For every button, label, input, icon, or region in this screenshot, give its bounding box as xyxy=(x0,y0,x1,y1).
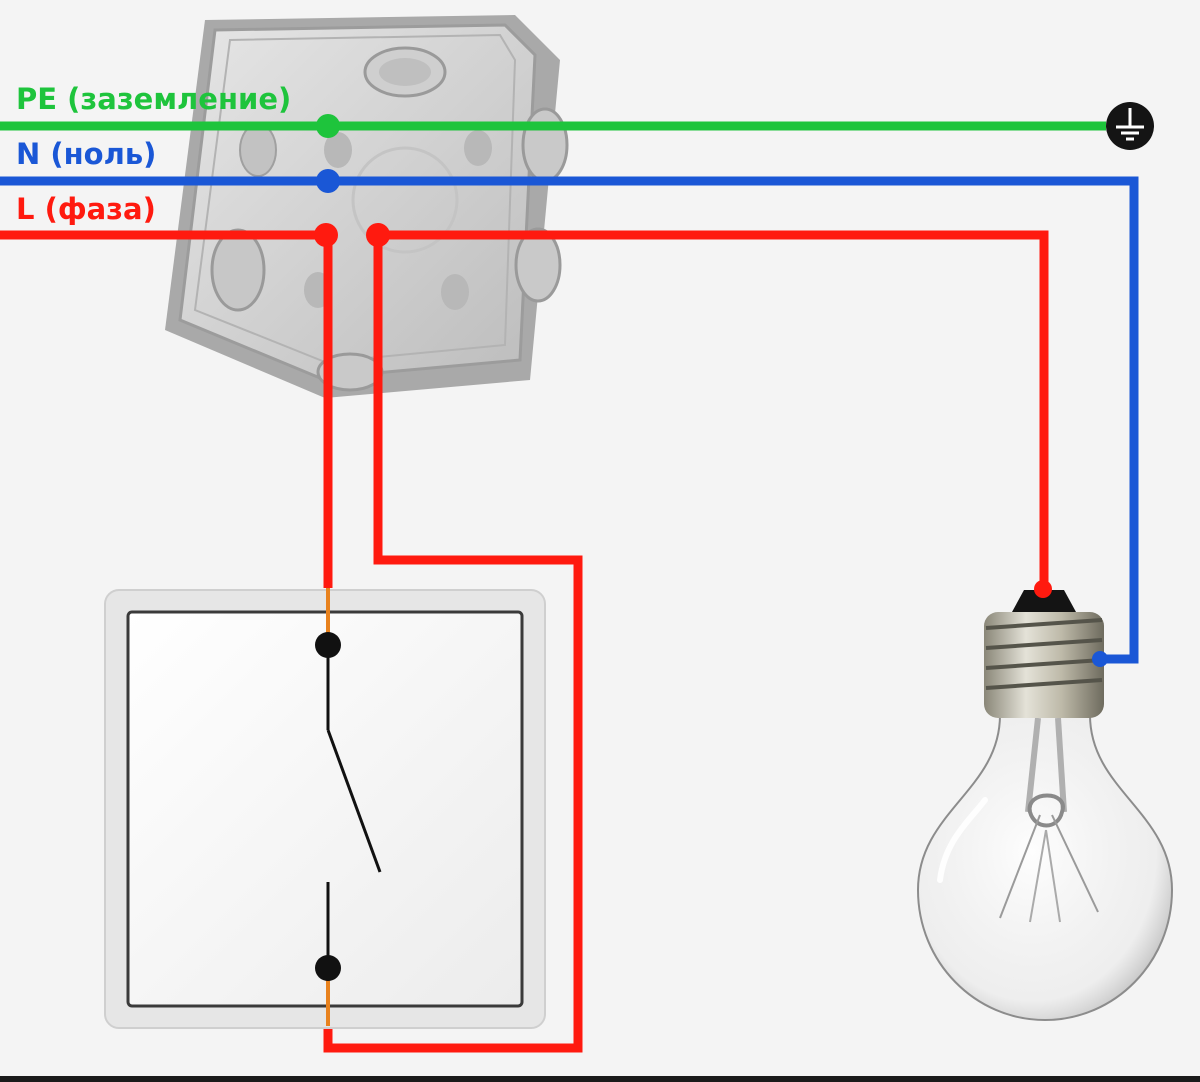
ground-symbol-icon xyxy=(1106,102,1154,150)
l-wire xyxy=(0,223,1049,1053)
bulb-neutral-contact xyxy=(1092,651,1108,667)
l-junction-node-input xyxy=(314,223,338,247)
switch-contact-arm xyxy=(326,729,382,873)
bulb-phase-contact xyxy=(1034,580,1052,598)
n-wire-label: N (ноль) xyxy=(16,137,157,171)
light-switch-icon xyxy=(104,588,546,1029)
l-wire-label: L (фаза) xyxy=(16,192,156,226)
junction-box-icon xyxy=(165,15,569,398)
n-junction-node xyxy=(316,169,340,193)
light-bulb-icon xyxy=(916,580,1174,1022)
pe-junction-node xyxy=(316,114,340,138)
pe-wire-label: PE (заземление) xyxy=(16,82,292,116)
bottom-edge-bar xyxy=(0,1076,1200,1082)
pe-wire xyxy=(0,114,1106,138)
n-wire xyxy=(0,169,1139,664)
l-junction-node-switched xyxy=(366,223,390,247)
